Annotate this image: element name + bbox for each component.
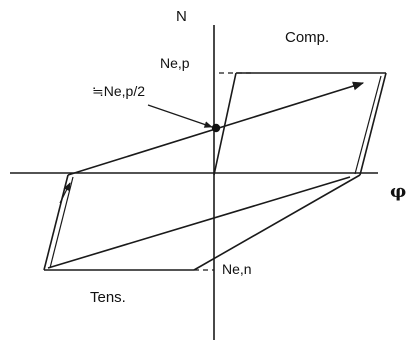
phi-axis-label: φ	[390, 181, 406, 202]
loading-arrow-lower	[47, 176, 351, 269]
upper-loop-right-branch-outer	[359, 72, 387, 176]
lower-loop-left-branch-outer	[43, 174, 69, 271]
intersection-dot	[211, 123, 221, 133]
lower-loop-right-branch	[193, 174, 361, 271]
n-axis-label: N	[176, 8, 187, 25]
left-branch-up-arrow	[59, 182, 71, 204]
comp-label: Comp.	[285, 29, 329, 46]
tens-label: Tens.	[90, 289, 126, 306]
nep-label: Ne,p	[160, 55, 190, 71]
leader-arrow-nep-half	[147, 104, 213, 128]
lower-loop-left-branch-inner	[49, 176, 74, 269]
upper-loop-left-branch	[213, 72, 237, 176]
nen-label: Ne,n	[222, 261, 252, 277]
upper-loop-right-branch-inner	[354, 75, 382, 175]
nep-half-label: ≒Ne,p/2	[92, 83, 145, 99]
